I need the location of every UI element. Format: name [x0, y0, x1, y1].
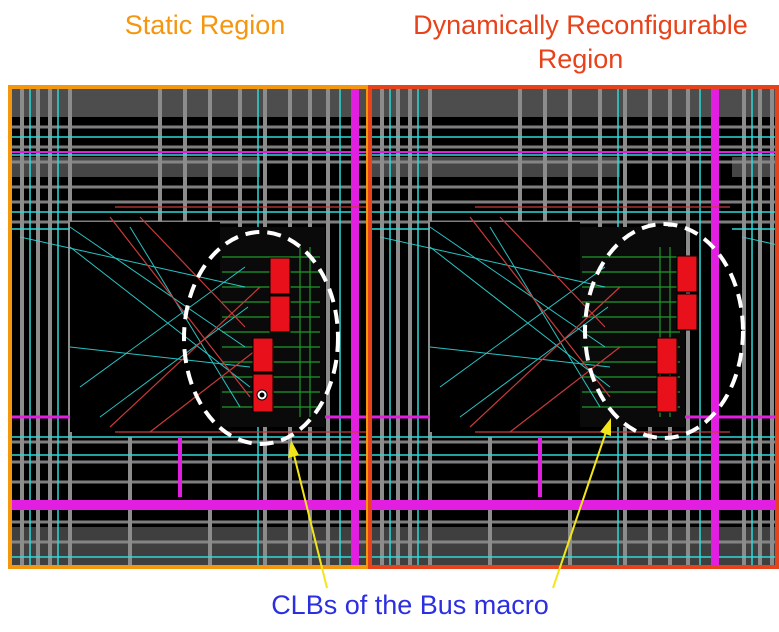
dynamic-region-title: Dynamically Reconfigurable Region	[382, 8, 779, 76]
dynamic-region-title-line2: Region	[537, 44, 624, 74]
left-pointer-arrow	[288, 440, 328, 589]
static-bus-macro-ellipse	[182, 230, 340, 446]
dynamic-region-title-line1: Dynamically Reconfigurable	[413, 10, 748, 40]
static-bus-macro-clbs	[252, 257, 291, 413]
static-region-title: Static Region	[124, 10, 286, 40]
right-pointer-arrow	[552, 418, 611, 589]
dynamic-bus-macro-clbs	[656, 255, 698, 413]
dynamic-region-border	[368, 85, 779, 569]
dynamic-region-fabric	[370, 87, 779, 567]
bus-macro-caption: CLBs of the Bus macro	[271, 590, 549, 620]
dynamic-bus-macro-ellipse	[583, 222, 745, 440]
static-region-fabric	[10, 87, 372, 567]
